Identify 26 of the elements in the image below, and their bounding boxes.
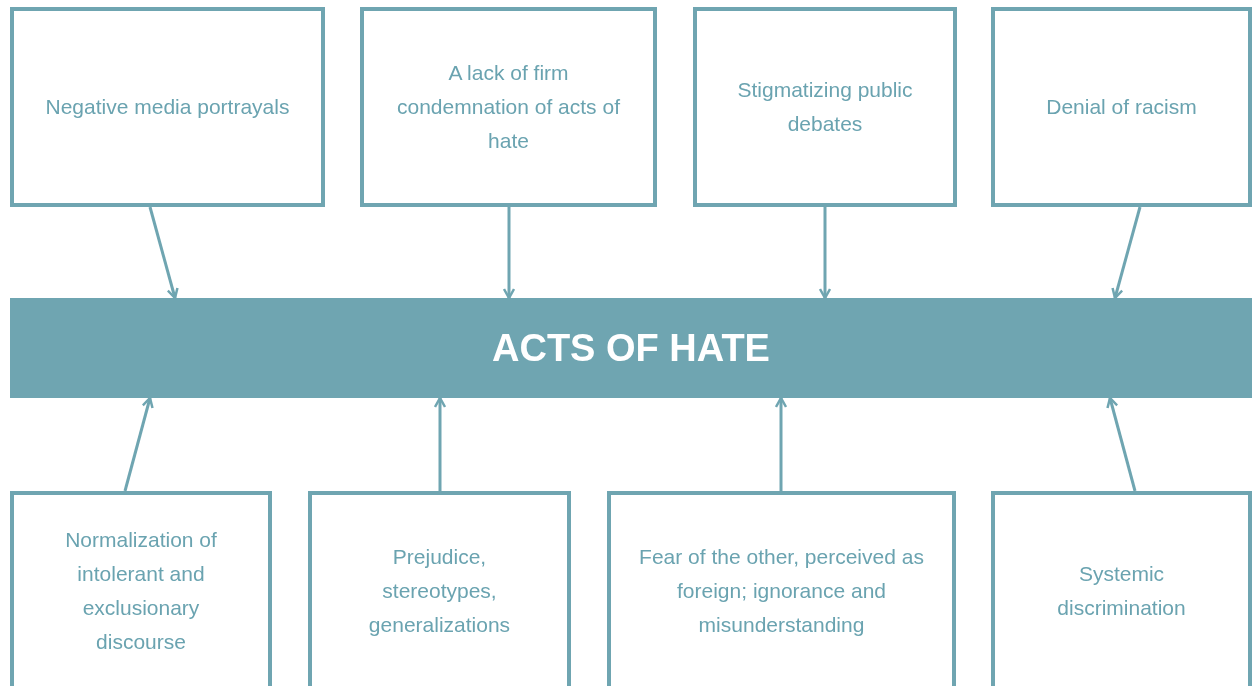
box-text: Denial of racism <box>1045 94 1198 120</box>
cause-box <box>10 7 325 207</box>
cause-box <box>991 7 1252 207</box>
arrow <box>123 396 154 492</box>
box-text: Normalization of intolerant and exclusionary discourse <box>64 526 218 655</box>
arrow <box>1111 206 1142 300</box>
box-text: Systemic discrimination <box>1056 560 1187 621</box>
cause-box <box>308 491 571 686</box>
arrow <box>774 396 788 491</box>
arrow <box>433 396 447 491</box>
cause-box <box>693 7 957 207</box>
arrow <box>148 206 179 300</box>
cause-box <box>991 491 1252 686</box>
box-text: Fear of the other, perceived as foreign; ignorance and misunderstanding <box>638 543 925 638</box>
arrow <box>1106 396 1137 492</box>
cause-box <box>607 491 956 686</box>
box-text: Stigmatizing public debates <box>736 77 914 137</box>
band-title: ACTS OF HATE <box>492 331 770 365</box>
box-text: A lack of firm condemnation of acts of hate <box>396 60 621 154</box>
box-text: Prejudice, stereotypes, generalizations <box>367 543 512 638</box>
cause-box <box>360 7 657 207</box>
arrow <box>818 207 832 300</box>
arrow <box>502 207 516 300</box>
central-band <box>10 298 1252 398</box>
cause-box <box>10 491 272 686</box>
box-text: Negative media portrayals <box>44 94 291 120</box>
